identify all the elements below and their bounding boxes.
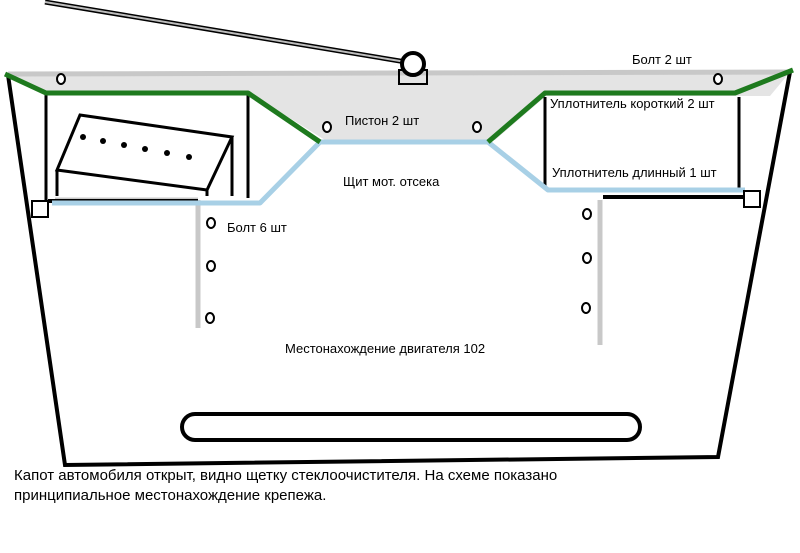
hood-handle-slot (180, 412, 642, 442)
label-seal-short: Уплотнитель короткий 2 шт (550, 96, 715, 111)
cowl-strip (6, 72, 790, 140)
anchor-left (31, 200, 49, 218)
anchor-right (743, 190, 761, 208)
label-engine-location: Местонахождение двигателя 102 (285, 341, 485, 356)
label-shield: Щит мот. отсека (343, 174, 440, 189)
caption-line-1: Капот автомобиля открыт, видно щетку сте… (14, 467, 558, 484)
wiper-arm (44, 0, 413, 66)
seal-long-line (52, 139, 745, 206)
caption-line-2: принципиальное местонахождение крепежа. (14, 487, 327, 504)
bolt-top-markers (56, 73, 723, 85)
bolt-side-markers (205, 208, 592, 324)
seal-short-line-right (486, 67, 794, 144)
label-bolt-top: Болт 2 шт (632, 52, 692, 67)
vertical-posts (44, 95, 741, 200)
diagram-caption: Капот автомобиля открыт, видно щетку сте… (14, 466, 784, 506)
label-seal-long: Уплотнитель длинный 1 шт (552, 165, 717, 180)
hood-outline (6, 71, 792, 468)
wiper-pivot (398, 51, 428, 85)
battery-box (54, 113, 235, 196)
label-piston: Пистон 2 шт (345, 113, 419, 128)
piston-markers (322, 121, 482, 133)
battery-dots (80, 134, 192, 160)
label-bolt-side: Болт 6 шт (227, 220, 287, 235)
seal-short-line-left (3, 71, 322, 145)
